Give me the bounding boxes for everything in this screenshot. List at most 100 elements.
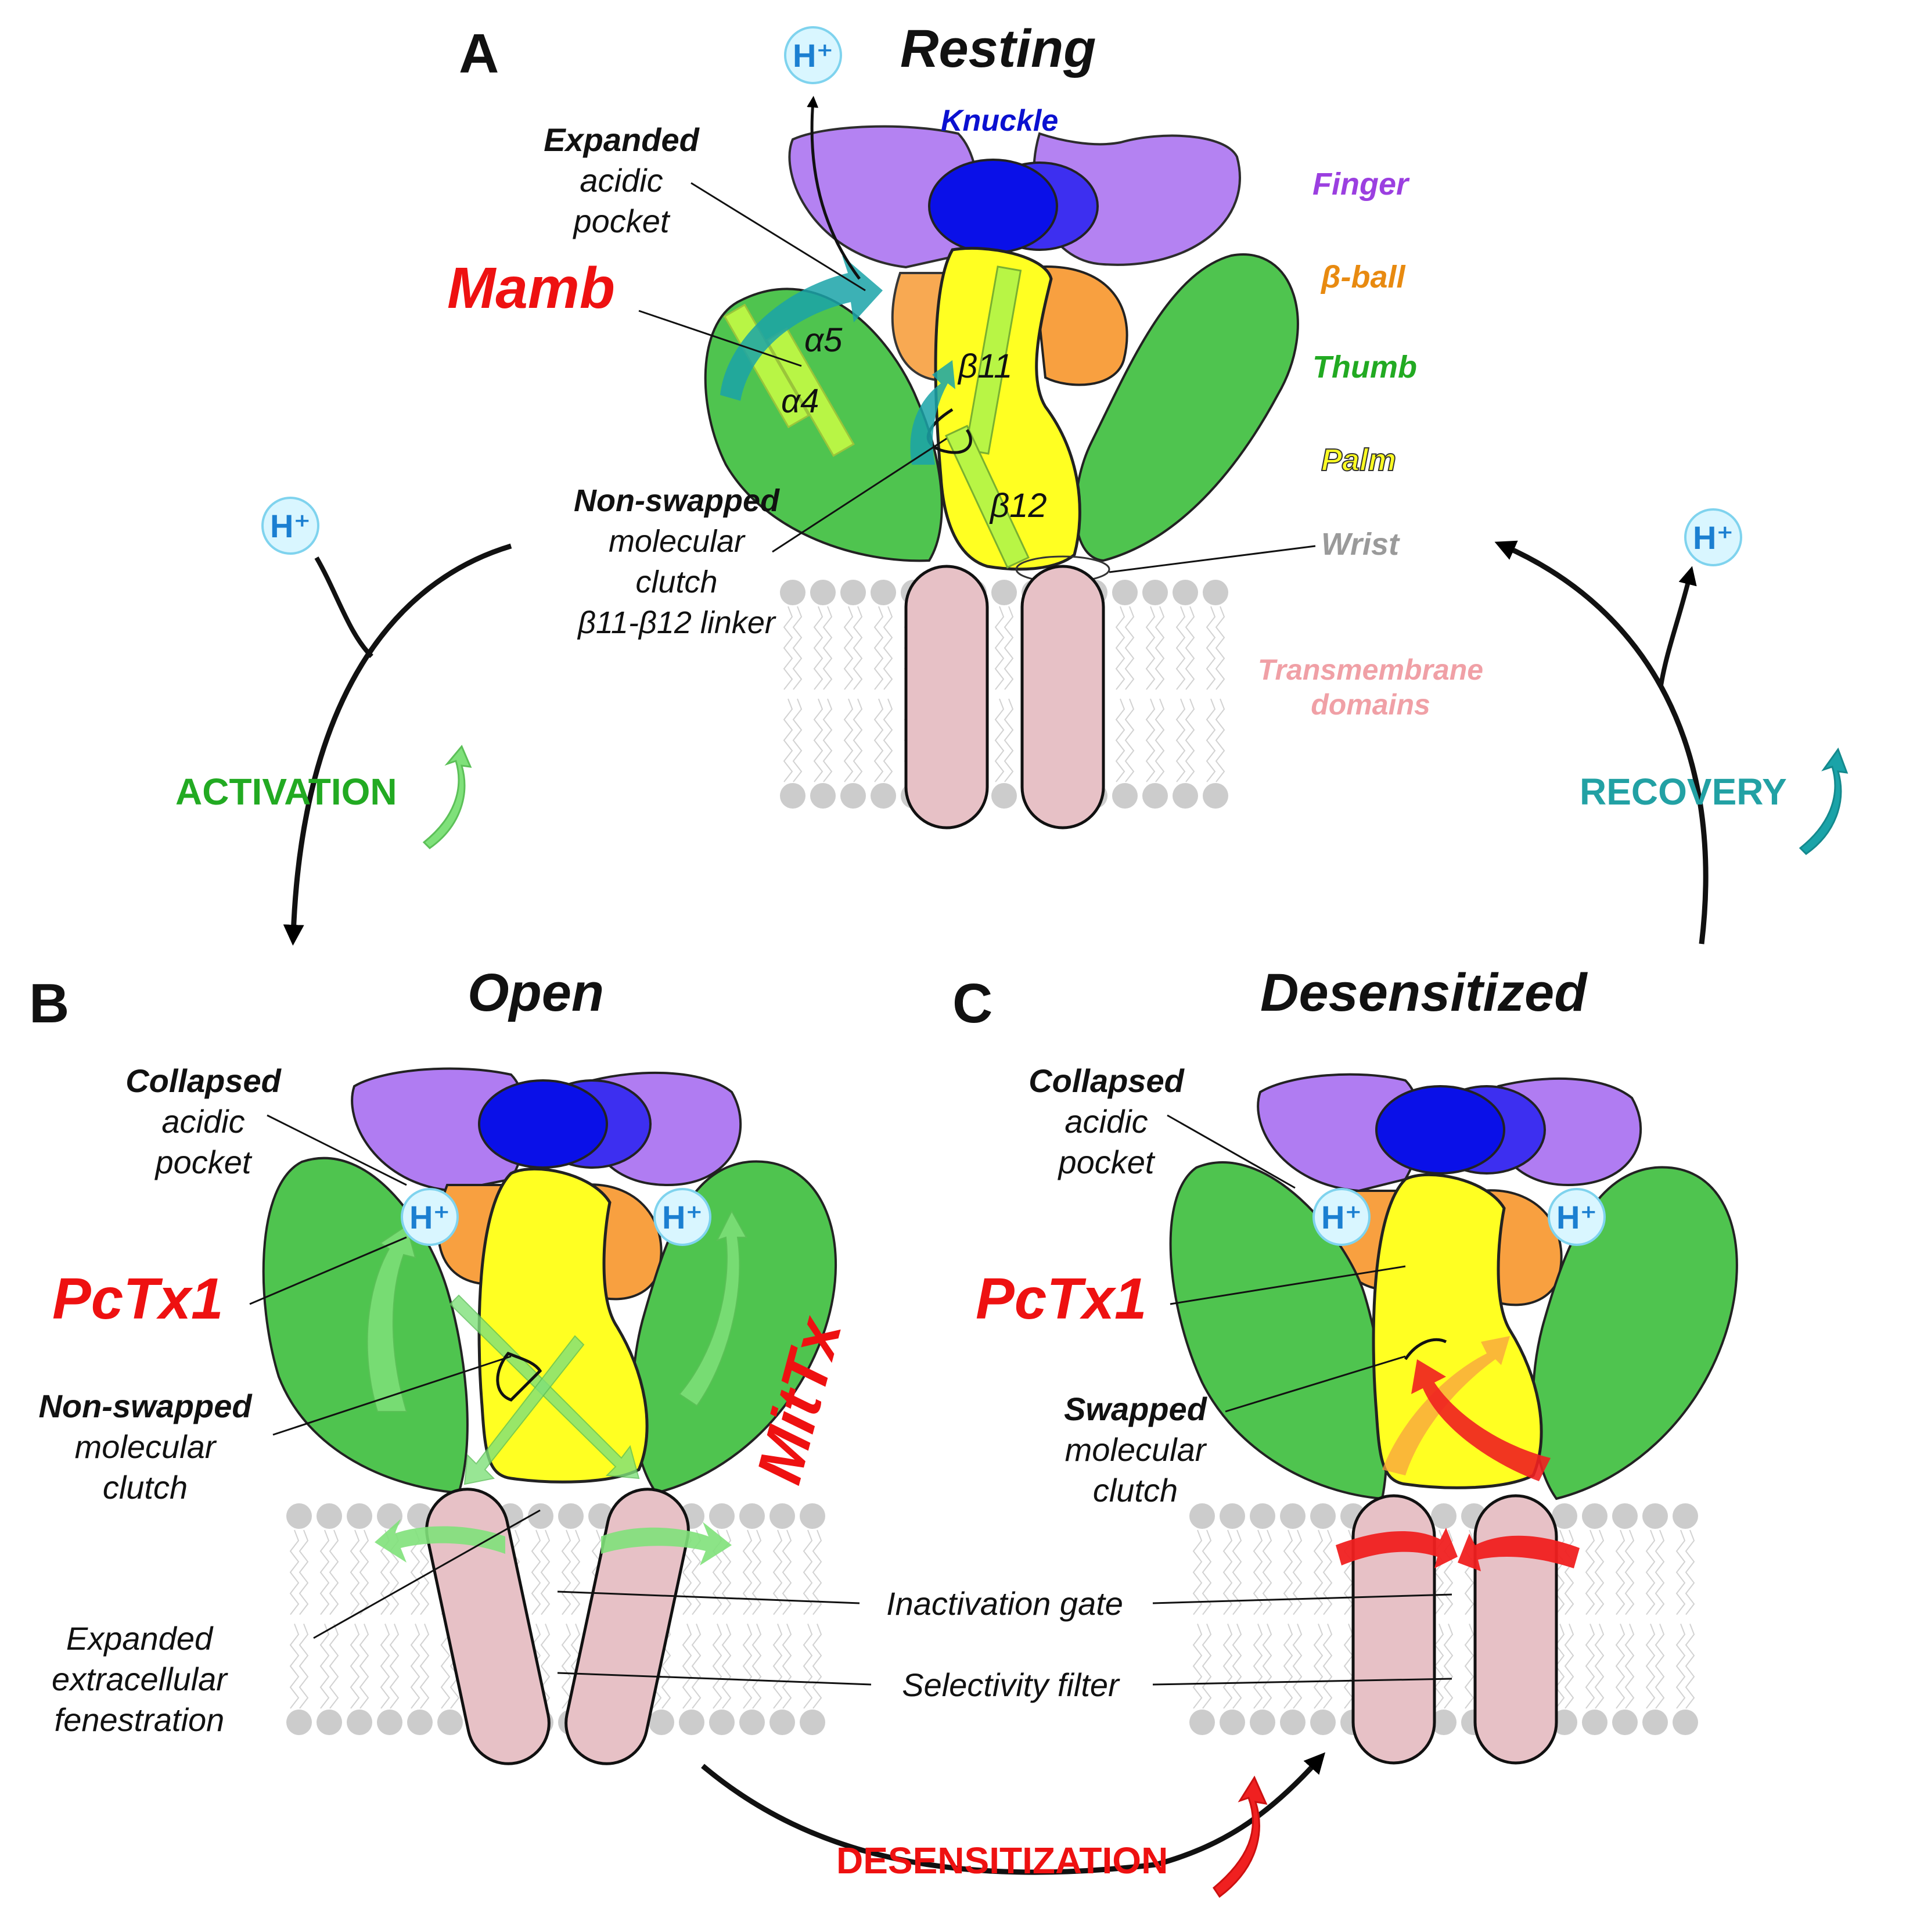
lipid-head (679, 1710, 704, 1735)
label-collapsed-c-line2: acidic (1065, 1103, 1148, 1140)
label-tm-line2: domains (1311, 688, 1430, 721)
label-nonswapped-b-line2: molecular (75, 1428, 217, 1465)
lipid-tail (772, 1624, 783, 1709)
proton-label: H⁺ (793, 37, 833, 74)
lipid-tail (299, 1529, 309, 1615)
lipid-tail (319, 1624, 330, 1709)
lipid-tail (1232, 1624, 1242, 1709)
lipid-head (1220, 1503, 1245, 1529)
lipid-tail (1202, 1624, 1212, 1709)
lipid-head (1142, 783, 1168, 809)
lipid-head (800, 1710, 825, 1735)
label-nonswapped-a-line3: clutch (635, 565, 717, 599)
lipid-tail (1645, 1624, 1656, 1709)
lipid-head (1612, 1710, 1638, 1735)
desens-arrow-palm-orange (1382, 1336, 1510, 1475)
lipid-tail (419, 1624, 430, 1709)
lipid-head (286, 1503, 312, 1529)
lipid-head (649, 1710, 674, 1735)
label-fenestration-line2: extracellular (52, 1661, 228, 1697)
panel-c-letter: C (952, 972, 992, 1035)
lipid-head (317, 1503, 342, 1529)
panel-b-open: B Open Collapsed acidic pocket PcTx1 Mit… (29, 963, 856, 1765)
lipid-tail (853, 606, 863, 690)
pointer-filter-right (1152, 1678, 1452, 1686)
lipid-tail (350, 1624, 360, 1709)
proton-circle (1548, 1188, 1606, 1246)
lipid-tail (742, 1624, 753, 1709)
lipid-tail (1155, 606, 1165, 690)
proton-open-right: H⁺ (653, 1188, 711, 1246)
proton-circle (1312, 1188, 1371, 1246)
lipid-head (1189, 1710, 1215, 1735)
pointer-pctx1-b (249, 1236, 407, 1305)
proton-label: H⁺ (1693, 519, 1734, 556)
label-collapsed-b-line2: acidic (161, 1103, 244, 1140)
lipid-tail (1675, 1624, 1686, 1709)
cycle-arrows: ACTIVATION RECOVERY DESENSITIZATION (175, 540, 1849, 1898)
pointer-filter-left (557, 1672, 872, 1686)
lipid-head (347, 1710, 372, 1735)
lipid-tail (1624, 1529, 1635, 1615)
label-swapped-line2: molecular (1065, 1431, 1207, 1468)
lipid-tail (1655, 1624, 1665, 1709)
lipid-head (1173, 783, 1198, 809)
lipid-head (810, 580, 836, 605)
lipid-tail (883, 606, 893, 690)
lipid-head (739, 1503, 765, 1529)
lipid-tail (1124, 698, 1135, 782)
label-recovery: RECOVERY (1580, 771, 1787, 813)
lipid-head (871, 580, 896, 605)
proton-label: H⁺ (662, 1199, 703, 1236)
lipid-tail (1624, 1624, 1635, 1709)
label-helix-a4: α4 (781, 382, 819, 420)
lipid-head (1173, 580, 1198, 605)
lipid-tail (682, 1624, 692, 1709)
lipid-tail (803, 1624, 813, 1709)
panel-b-title: Open (467, 963, 604, 1022)
lipid-tail (1124, 606, 1135, 690)
lipid-tail (1206, 606, 1216, 690)
lipid-head (780, 580, 805, 605)
label-collapsed-b-line3: pocket (154, 1144, 253, 1180)
lipid-tail (289, 1624, 300, 1709)
lipid-tail (1313, 1529, 1324, 1615)
lipid-head (317, 1710, 342, 1735)
lipid-tail (813, 698, 823, 782)
label-collapsed-c-line3: pocket (1058, 1144, 1156, 1180)
lipid-tail (813, 606, 823, 690)
lipid-tail (1175, 698, 1186, 782)
lipid-tail (329, 1624, 339, 1709)
pointer-gate-right (1152, 1593, 1452, 1604)
lipid-tail (1615, 1624, 1626, 1709)
lipid-tail (1322, 1624, 1333, 1709)
lipid-tail (782, 1624, 792, 1709)
lipid-head (1642, 1503, 1668, 1529)
lipid-head (1220, 1710, 1245, 1735)
lipid-tail (1313, 1624, 1324, 1709)
label-finger: Finger (1312, 167, 1410, 202)
pointer-nonswapped-a (772, 437, 947, 553)
lipid-tail (783, 606, 793, 690)
lipid-tail (1115, 606, 1125, 690)
lipid-tail (751, 1529, 762, 1615)
lipid-tail (1343, 1624, 1354, 1709)
lipid-tail (1115, 698, 1125, 782)
lipid-tail (782, 1529, 792, 1615)
tm-domain-right-c (1473, 1494, 1558, 1765)
label-swapped-line1: Swapped (1064, 1391, 1208, 1427)
lipid-head (1582, 1503, 1607, 1529)
label-strand-b12: β12 (989, 487, 1047, 525)
lipid-tail (1685, 1529, 1695, 1615)
tm-domain-left-c (1351, 1494, 1436, 1765)
lipid-tail (1253, 1624, 1263, 1709)
panel-b-letter: B (29, 972, 69, 1035)
thumb-domain-right (1074, 253, 1299, 562)
desens-arrow-palm-red (1411, 1359, 1551, 1481)
lipid-head (840, 580, 866, 605)
lipid-tail (751, 1624, 762, 1709)
lipid-tail (1175, 606, 1186, 690)
lipid-tail (380, 1624, 390, 1709)
lipid-head (769, 1503, 795, 1529)
